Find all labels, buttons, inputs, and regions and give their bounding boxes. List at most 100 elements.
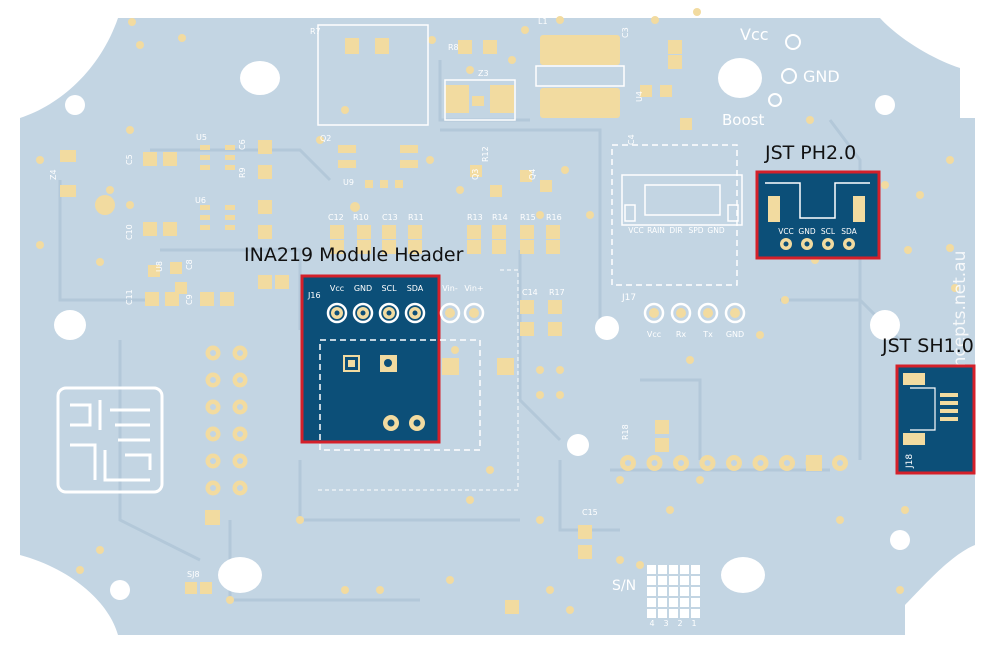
smd-pad [200, 582, 212, 594]
wind-header-pin-label: GND [707, 226, 724, 235]
serial-grid-cell [647, 609, 656, 618]
designator-c5: C5 [125, 154, 134, 165]
designator-c14: C14 [522, 288, 538, 297]
smd-pad [225, 225, 235, 230]
wind-header-pin-label: RAIN [647, 226, 665, 235]
through-hole-drill [704, 460, 711, 466]
designator-u6: U6 [195, 196, 206, 205]
via [508, 56, 516, 64]
designator-c15: C15 [582, 508, 598, 517]
via [586, 211, 594, 219]
designator-r17: R17 [549, 288, 565, 297]
designator-q2: Q2 [320, 134, 331, 143]
j16-pin-ring [326, 302, 348, 324]
smd-pad [492, 240, 506, 254]
through-hole-drill [237, 377, 243, 383]
via [36, 241, 44, 249]
serial-grid-cell [658, 576, 667, 585]
through-hole-drill [837, 460, 843, 466]
smd-pad [225, 165, 235, 170]
j16-extra-pin-pad [445, 308, 455, 318]
designator-r16: R16 [546, 213, 562, 222]
pads-layer [36, 8, 959, 614]
via [536, 391, 544, 399]
mounting-hole [721, 557, 765, 593]
jst-ph-pin-label: VCC [778, 227, 794, 236]
inductor-l1 [535, 35, 625, 118]
through-hole-drill [651, 460, 658, 466]
via [536, 211, 544, 219]
serial-digit: 2 [677, 619, 682, 628]
callout-jst-ph: JST PH2.0 [764, 142, 856, 164]
via [696, 476, 704, 484]
via [836, 516, 844, 524]
via [546, 586, 554, 594]
via [226, 596, 234, 604]
smd-pad [375, 38, 389, 54]
j16-pin-ring [378, 302, 400, 324]
through-hole-drill [237, 404, 243, 410]
j17-pin-pad [703, 308, 713, 318]
left-pad-columns [205, 345, 248, 525]
via [616, 476, 624, 484]
smd-pad [497, 358, 514, 375]
through-hole-drill [210, 377, 216, 383]
smd-pad [357, 225, 371, 239]
via [36, 156, 44, 164]
through-hole-drill [210, 458, 216, 464]
j16-extra-pin-ring [439, 302, 461, 324]
power-test-points: Vcc GND Boost [722, 25, 840, 129]
r7-outline [317, 24, 429, 126]
designator-r8: R8 [448, 43, 459, 52]
serial-grid-cell [680, 565, 689, 574]
mounting-hole [870, 310, 900, 340]
smd-pad [148, 265, 160, 277]
via [881, 181, 889, 189]
smd-pad [258, 165, 272, 179]
smd-pad [200, 165, 210, 170]
designator-u5: U5 [196, 133, 207, 142]
j16-extra-pins: Vin-Vin+ [439, 284, 514, 375]
smd-pad [143, 222, 157, 236]
smd-pad [505, 600, 519, 614]
j17-pin-label: GND [726, 330, 744, 339]
smd-pad [200, 155, 210, 160]
via [806, 116, 814, 124]
via [693, 8, 701, 16]
through-hole-drill [237, 485, 243, 491]
serial-grid-cell [691, 598, 700, 607]
via [466, 496, 474, 504]
via [76, 566, 84, 574]
callout-jst-sh: JST SH1.0 [881, 335, 974, 357]
via [428, 36, 436, 44]
smd-pad [200, 205, 210, 210]
via [466, 66, 474, 74]
serial-grid-cell [658, 565, 667, 574]
via [521, 26, 529, 34]
designator-c9: C9 [185, 294, 194, 305]
smd-pad [467, 240, 481, 254]
mounting-hole [567, 434, 589, 456]
via [446, 576, 454, 584]
smd-pad [655, 420, 669, 434]
j17-pin-label: Vcc [647, 330, 661, 339]
via [106, 186, 114, 194]
designator-r7: R7 [310, 27, 321, 36]
smd-pad [200, 292, 214, 306]
through-hole-drill [678, 460, 684, 466]
smd-pad [442, 358, 459, 375]
j16-pin-label: SDA [407, 284, 424, 293]
designator-c10: C10 [125, 224, 134, 240]
designator-c4: C4 [627, 134, 636, 145]
serial-digit: 1 [691, 619, 696, 628]
smd-pad [660, 85, 672, 97]
via [616, 556, 624, 564]
designator-c3: C3 [621, 27, 630, 38]
through-hole-drill [210, 431, 216, 437]
bottom-pad-row [620, 455, 848, 471]
designator-r10: R10 [353, 213, 369, 222]
through-hole-drill [757, 460, 764, 466]
via [566, 606, 574, 614]
smd-pad [680, 118, 692, 130]
designator-u4: U4 [635, 91, 644, 102]
